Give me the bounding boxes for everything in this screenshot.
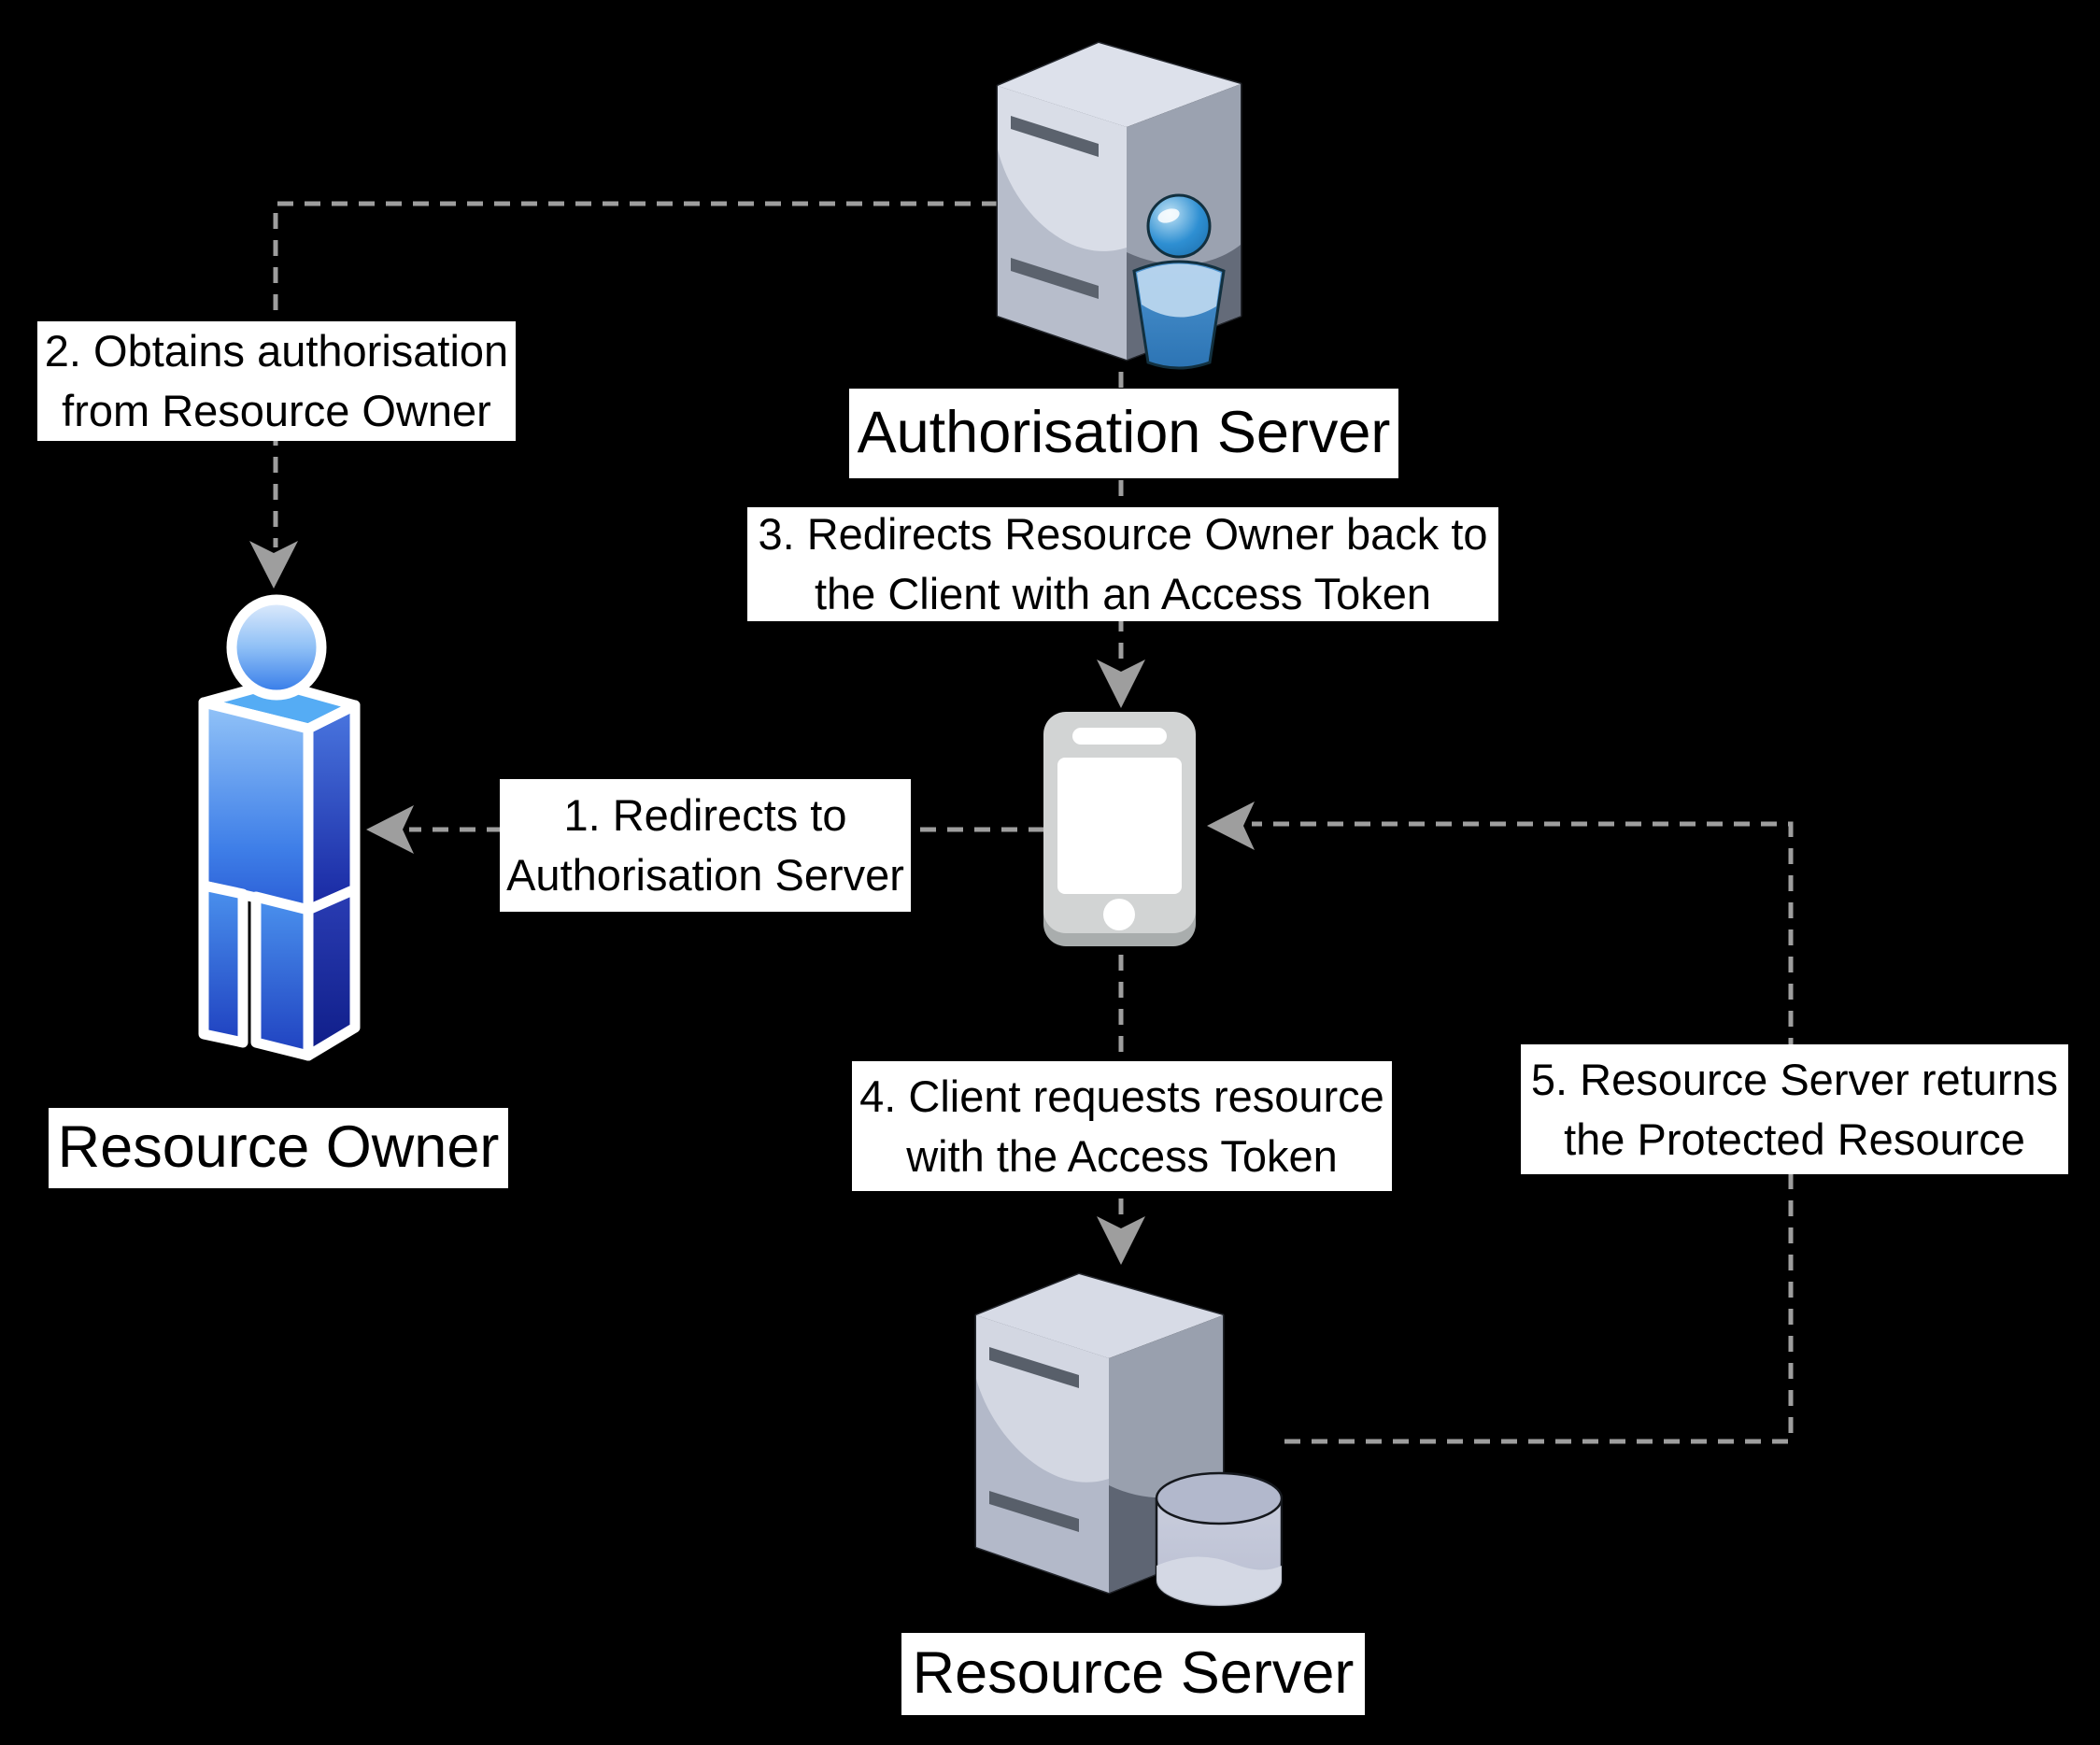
server-vent-top: [989, 1347, 1079, 1388]
resource-server-icon: [972, 1269, 1284, 1610]
step-label-line: 1. Redirects to: [563, 790, 847, 841]
arrowhead-down-3: [1097, 660, 1145, 708]
arrowhead-down-4: [1097, 1216, 1145, 1265]
step-4-label: 4. Client requests resource with the Acc…: [852, 1061, 1392, 1191]
server-vent-top: [1011, 116, 1099, 157]
database-icon: [1155, 1471, 1284, 1608]
server-vent-bottom: [1011, 258, 1099, 299]
step-label-line: 5. Resource Server returns: [1530, 1054, 2059, 1104]
resource-owner-person-icon: [192, 581, 362, 1067]
step-label-line: the Protected Resource: [1564, 1114, 2025, 1164]
phone-screen: [1057, 758, 1182, 894]
client-smartphone-icon: [1043, 712, 1196, 946]
resource-owner-label: Resource Owner: [49, 1108, 508, 1188]
server-database-icon: [974, 1272, 1284, 1608]
step-label-line: 3. Redirects Resource Owner back to: [758, 509, 1488, 560]
step-2-label: 2. Obtains authorisation from Resource O…: [37, 321, 516, 441]
step-1-label: 1. Redirects to Authorisation Server: [500, 779, 911, 912]
step-label-line: 4. Client requests resource: [859, 1071, 1384, 1121]
arrowhead-left-5: [1207, 802, 1255, 850]
phone-speaker: [1072, 728, 1167, 745]
step-label-line: Authorisation Server: [506, 850, 904, 900]
step-label-line: with the Access Token: [906, 1130, 1338, 1181]
smartphone-icon: [1043, 712, 1196, 946]
phone-home-button: [1103, 899, 1135, 930]
user-icon: [1132, 193, 1226, 370]
arrowhead-down-2: [249, 541, 298, 589]
resource-server-label: Resource Server: [901, 1633, 1365, 1715]
authorisation-server-label: Authorisation Server: [849, 389, 1398, 478]
server-icon: [996, 41, 1242, 370]
person-icon: [198, 594, 361, 1061]
step-label-line: from Resource Owner: [62, 386, 491, 435]
step-label-line: the Client with an Access Token: [814, 569, 1432, 618]
arrowhead-left-1: [366, 805, 414, 854]
step-3-label: 3. Redirects Resource Owner back to the …: [747, 507, 1498, 621]
step-5-label: 5. Resource Server returns the Protected…: [1521, 1044, 2068, 1174]
step-label-line: 2. Obtains authorisation: [44, 326, 509, 376]
authorisation-server-icon: [994, 37, 1244, 376]
server-vent-bottom: [989, 1491, 1079, 1532]
